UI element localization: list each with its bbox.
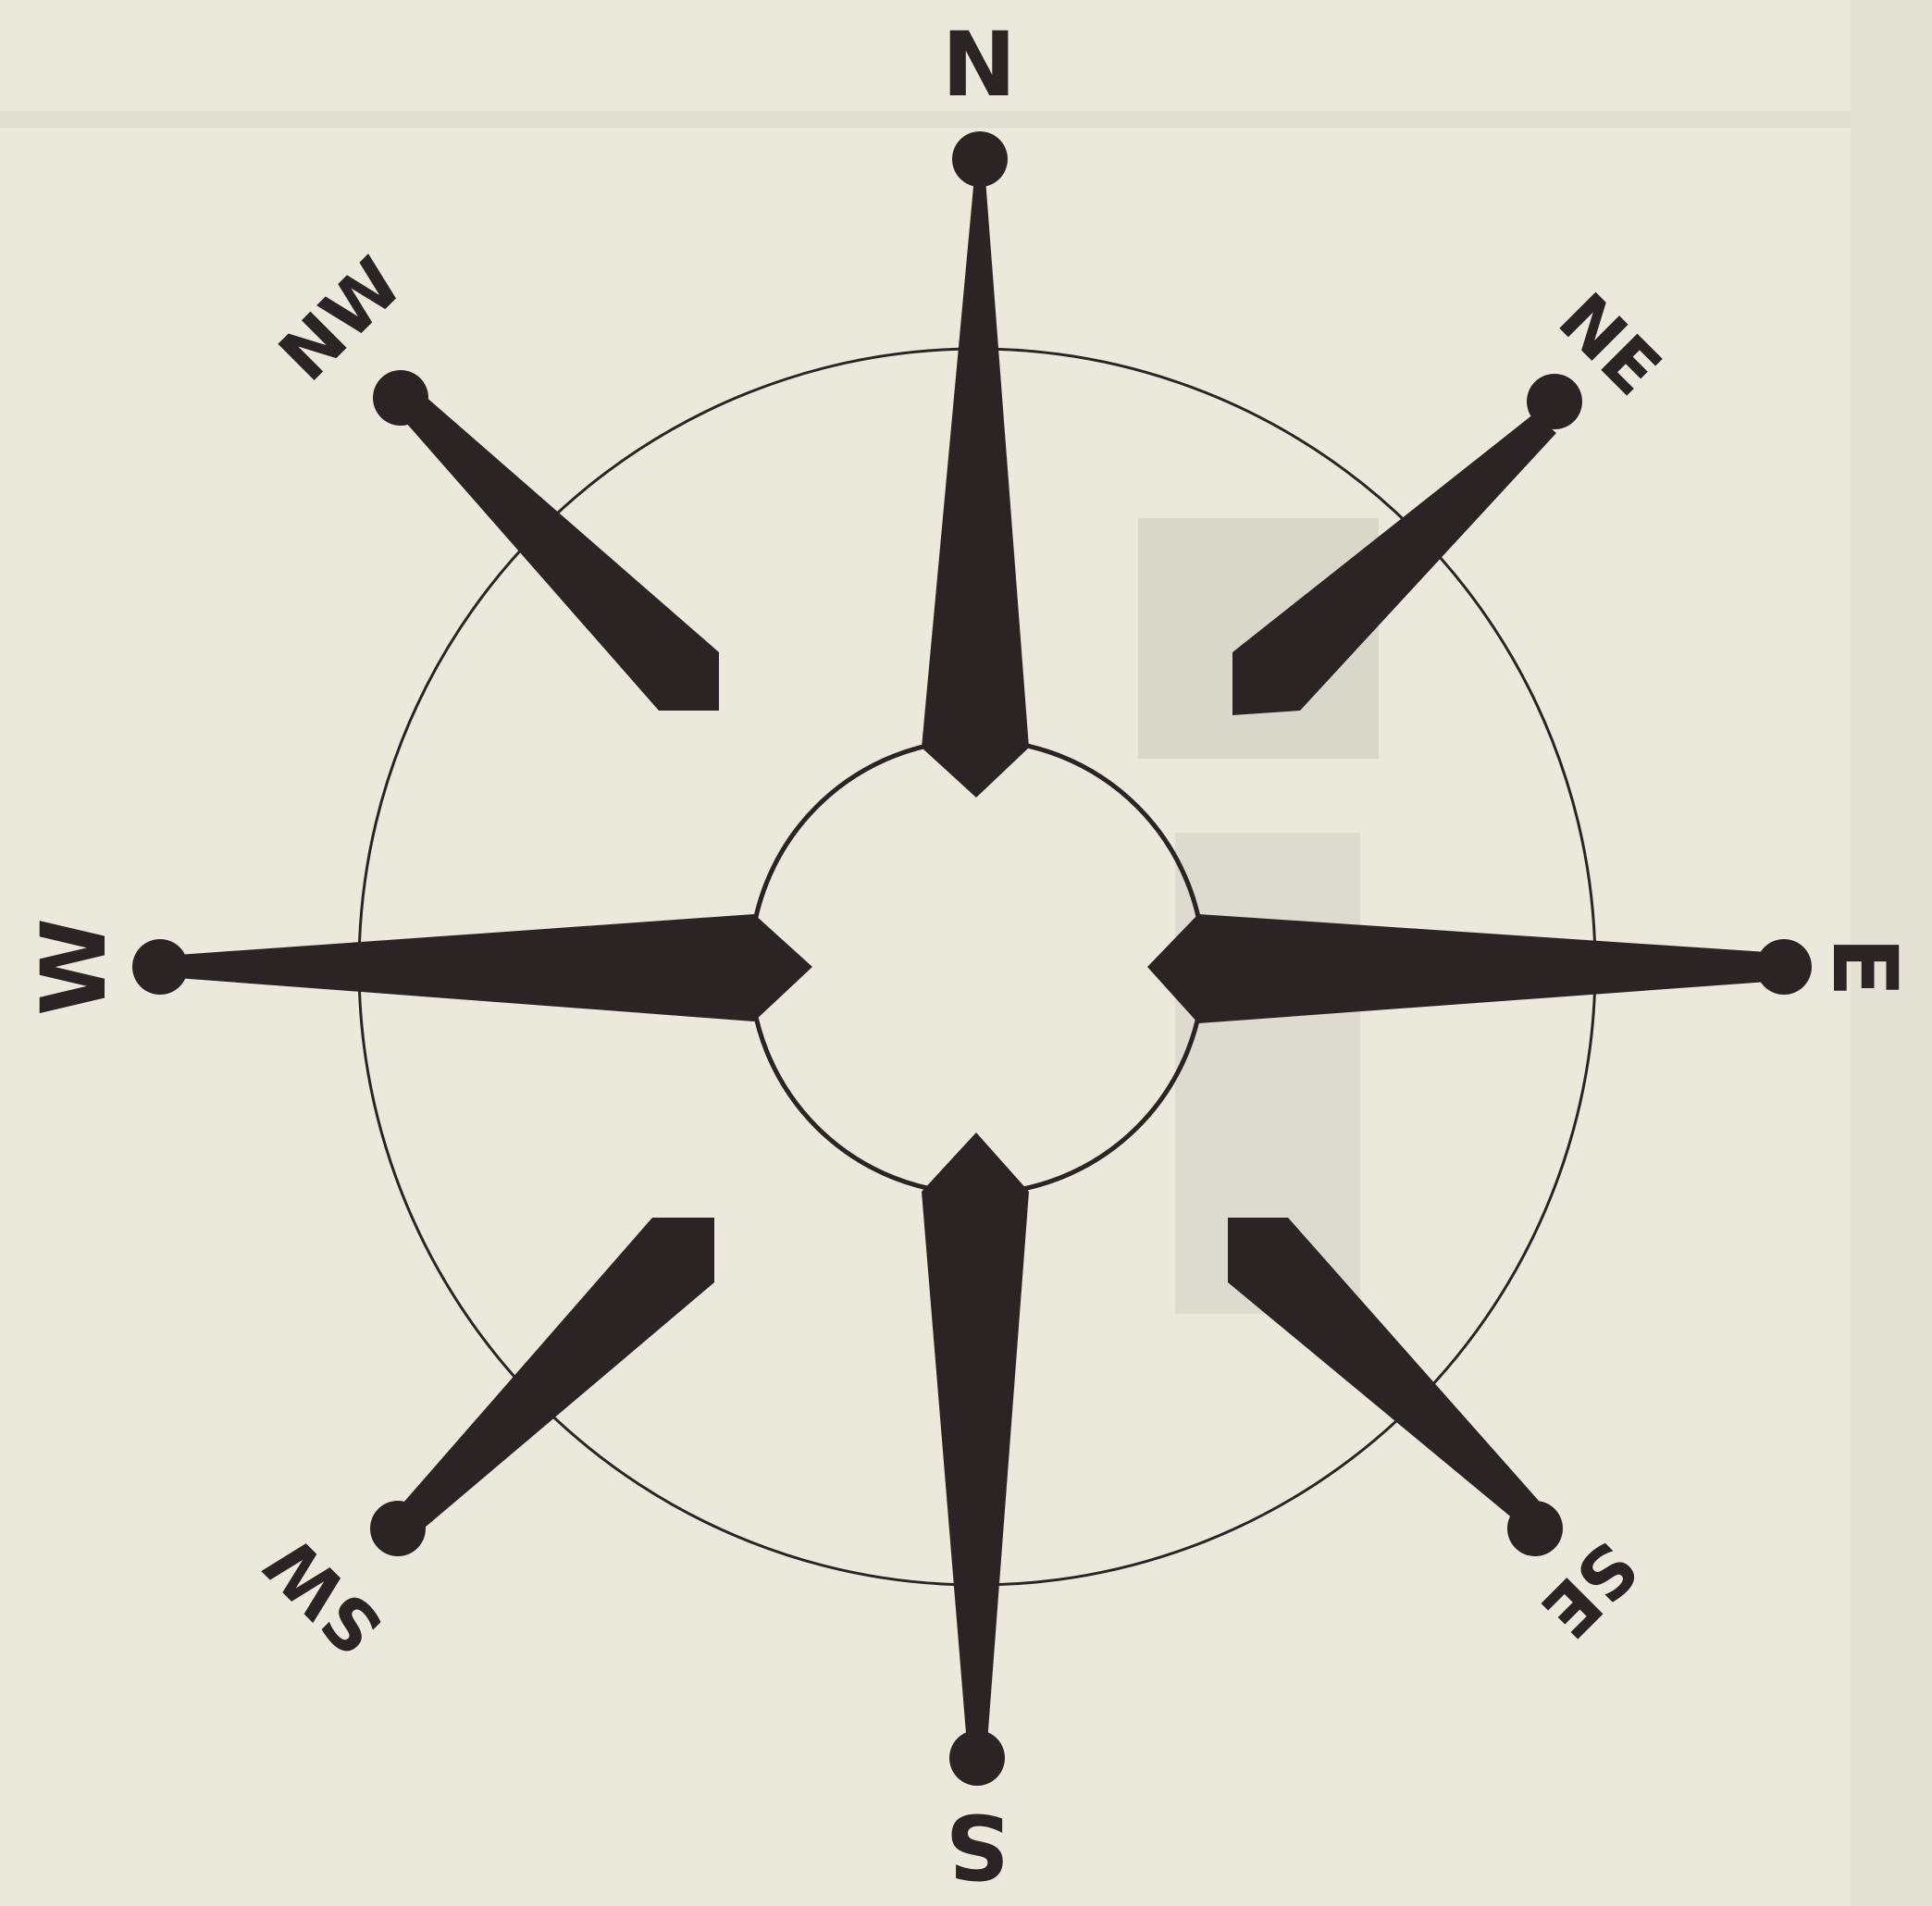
- pointer-se: [1228, 1218, 1545, 1529]
- knob-n: [952, 131, 1008, 187]
- knob-nw: [373, 370, 428, 426]
- knob-se: [1507, 1501, 1563, 1556]
- pointer-w: [165, 914, 812, 1021]
- pointer-s: [922, 1132, 1029, 1767]
- knob-ne: [1527, 374, 1582, 429]
- knob-w: [132, 939, 188, 995]
- knob-sw: [370, 1501, 426, 1556]
- label-e: E: [1813, 936, 1916, 997]
- label-s: S: [945, 1794, 1009, 1898]
- inner-circle: [750, 740, 1204, 1194]
- pointer-n: [922, 167, 1029, 798]
- knob-e: [1756, 939, 1812, 995]
- label-n: N: [942, 13, 1016, 117]
- knob-s: [949, 1730, 1005, 1786]
- pointer-nw: [392, 389, 719, 711]
- label-w: W: [22, 918, 126, 1016]
- pointer-e: [1147, 914, 1780, 1023]
- pointer-sw: [390, 1218, 714, 1538]
